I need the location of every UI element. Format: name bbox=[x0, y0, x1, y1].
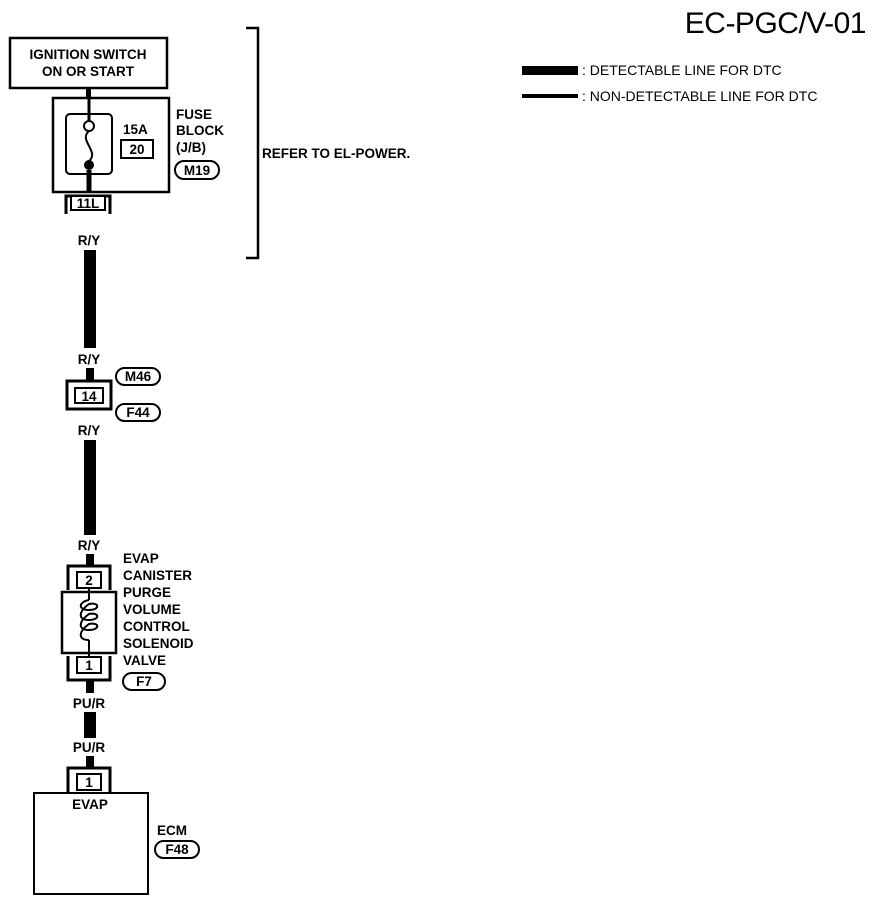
solenoid-label-5: CONTROL bbox=[123, 619, 190, 634]
solenoid-connector-oval bbox=[122, 672, 166, 691]
joint-connector-upper-id: M46 bbox=[125, 369, 152, 384]
legend-thin-line-sample bbox=[522, 94, 578, 98]
joint-connector-lower-id: F44 bbox=[126, 405, 150, 420]
legend-detectable-label: : DETECTABLE LINE FOR DTC bbox=[582, 62, 782, 78]
solenoid-label-7: VALVE bbox=[123, 653, 166, 668]
joint-connector: 14 M46 F44 bbox=[65, 367, 161, 422]
page-title: EC-PGC/V-01 bbox=[685, 7, 866, 40]
ignition-switch-line2: ON OR START bbox=[42, 64, 135, 79]
ecm-box bbox=[33, 792, 149, 895]
legend: : DETECTABLE LINE FOR DTC : NON-DETECTAB… bbox=[522, 62, 817, 104]
solenoid-bottom-bracket bbox=[66, 656, 112, 682]
wire-1-top-color: R/Y bbox=[78, 233, 101, 248]
joint-connector-upper-oval bbox=[115, 367, 161, 386]
solenoid-label-1: EVAP bbox=[123, 551, 159, 566]
solenoid-connector-id: F7 bbox=[136, 674, 152, 689]
fuse-block-connector-id: M19 bbox=[184, 163, 210, 178]
wire-1-segment bbox=[84, 250, 96, 348]
wire-3-bottom-color: PU/R bbox=[73, 740, 106, 755]
solenoid-bottom-terminal-box bbox=[76, 656, 102, 674]
fuse-block-connector-oval bbox=[174, 160, 220, 180]
solenoid-label-6: SOLENOID bbox=[123, 636, 194, 651]
wire-3-stub-top bbox=[86, 681, 94, 693]
wire-2-bottom-color: R/Y bbox=[78, 538, 101, 553]
ecm-label: ECM bbox=[157, 823, 187, 838]
ignition-switch-line1: IGNITION SWITCH bbox=[30, 47, 147, 62]
fuse-terminal-bottom-icon bbox=[84, 160, 94, 170]
refer-bracket: REFER TO EL-POWER. bbox=[246, 26, 410, 260]
ecm-connector-bracket bbox=[66, 766, 112, 792]
refer-bracket-line bbox=[246, 26, 260, 260]
fuse-number-box bbox=[120, 139, 154, 159]
fuse-terminal-top-icon bbox=[83, 120, 95, 132]
ecm: 1 EVAP ECM F48 bbox=[33, 766, 200, 895]
fuse-block-terminal: 11L bbox=[64, 194, 112, 214]
wire-1-stub bbox=[86, 368, 94, 382]
joint-connector-terminal: 14 bbox=[81, 389, 97, 404]
solenoid-label-2: CANISTER bbox=[123, 568, 192, 583]
wire-2-stub bbox=[86, 554, 94, 566]
solenoid-valve: 2 1 EVAP CANISTER PURGE VOLUME CONTROL S… bbox=[60, 551, 194, 691]
fuse-element-icon bbox=[84, 130, 94, 162]
ecm-terminal: 1 bbox=[85, 775, 93, 790]
legend-thick-line-sample bbox=[522, 66, 578, 75]
fuse-block: 15A 20 FUSE BLOCK (J/B) M19 bbox=[51, 96, 224, 194]
refer-note: REFER TO EL-POWER. bbox=[262, 146, 410, 161]
fuse-terminal-label: 11L bbox=[77, 196, 100, 211]
ecm-connector-oval bbox=[154, 840, 200, 859]
fuse-number: 20 bbox=[129, 142, 144, 157]
solenoid-top-terminal: 2 bbox=[85, 573, 93, 588]
ignition-switch: IGNITION SWITCH ON OR START bbox=[8, 36, 169, 90]
wire-2-segment bbox=[84, 440, 96, 535]
wire-1-bottom-color: R/Y bbox=[78, 352, 101, 367]
solenoid-coil-icon bbox=[79, 599, 99, 641]
legend-non-detectable-label: : NON-DETECTABLE LINE FOR DTC bbox=[582, 88, 817, 104]
solenoid-label-4: VOLUME bbox=[123, 602, 181, 617]
solenoid-bottom-terminal: 1 bbox=[85, 658, 93, 673]
wire-2-top-color: R/Y bbox=[78, 423, 101, 438]
solenoid-top-bracket bbox=[66, 564, 112, 590]
wire-3-top-color: PU/R bbox=[73, 696, 106, 711]
wire-3-stub-bottom bbox=[86, 756, 94, 768]
fuse-block-label-1: FUSE bbox=[176, 107, 212, 122]
ignition-switch-box bbox=[8, 36, 169, 90]
wire-3-segment bbox=[84, 712, 96, 738]
joint-connector-terminal-box bbox=[74, 387, 104, 404]
fuse-terminal-box bbox=[70, 195, 106, 211]
fuse-block-label-3: (J/B) bbox=[176, 140, 206, 155]
ecm-terminal-box bbox=[76, 773, 102, 791]
ecm-pin-label: EVAP bbox=[72, 797, 108, 812]
solenoid-label-3: PURGE bbox=[123, 585, 171, 600]
joint-connector-lower-oval bbox=[115, 403, 161, 422]
ecm-connector-id: F48 bbox=[165, 842, 189, 857]
fuse-block-label-2: BLOCK bbox=[176, 123, 224, 138]
fuse-rating: 15A bbox=[123, 122, 148, 137]
wire-ignition-to-fuse bbox=[86, 88, 91, 98]
